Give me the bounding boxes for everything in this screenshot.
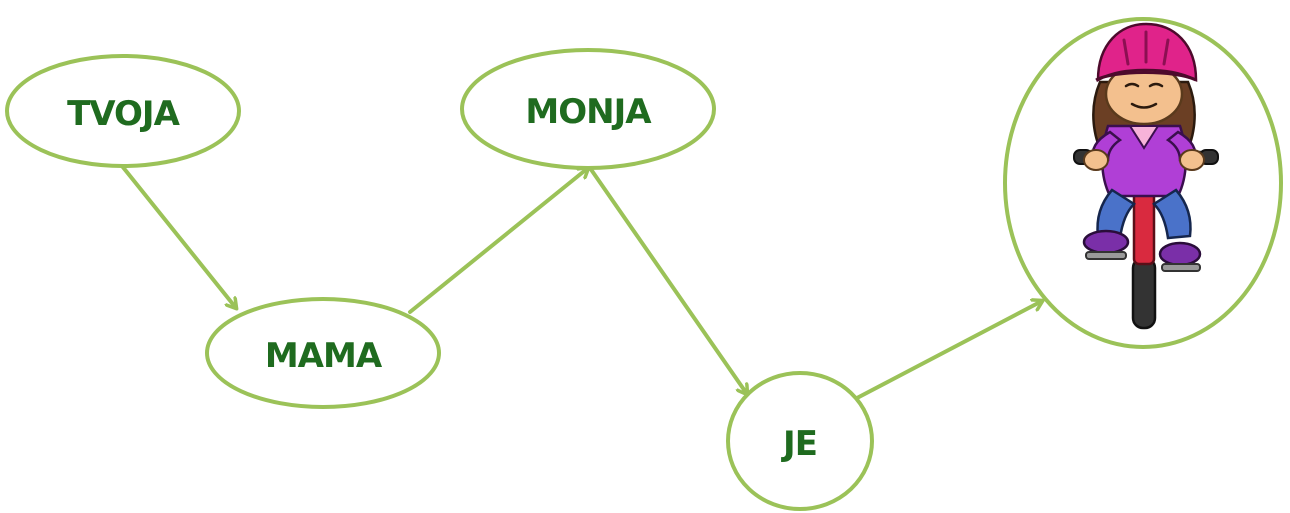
edge-je-to-picture <box>855 301 1042 400</box>
edge-monja-to-je <box>588 166 747 394</box>
node-tvoja-ellipse <box>5 54 241 168</box>
node-je-ellipse <box>726 371 874 511</box>
lower-wheel <box>1131 256 1157 330</box>
node-monja-ellipse <box>460 48 716 170</box>
edge-tvoja-to-mama <box>120 164 236 308</box>
mouth <box>1130 102 1158 109</box>
node-tvoja: TVOJA <box>5 54 241 168</box>
node-girl-on-bike <box>1003 17 1283 349</box>
node-je-label: JE <box>781 424 817 464</box>
helmet-brim <box>1095 71 1197 82</box>
eyes <box>1124 82 1164 88</box>
left-hand <box>1083 149 1109 171</box>
helmet-vents <box>1122 30 1170 66</box>
edge-mama-to-monja <box>408 168 588 314</box>
node-tvoja-label: TVOJA <box>67 94 180 134</box>
node-mama-label: MAMA <box>265 336 383 376</box>
left-pedal <box>1085 251 1127 260</box>
node-monja: MONJA <box>460 48 716 170</box>
right-leg <box>1152 188 1192 240</box>
shirt <box>1128 125 1160 150</box>
node-mama-ellipse <box>205 297 441 409</box>
girl-on-bike-picture <box>1073 22 1219 330</box>
left-shoe <box>1082 229 1130 255</box>
node-je: JE <box>726 371 874 511</box>
node-mama: MAMA <box>205 297 441 409</box>
node-monja-label: MONJA <box>525 92 652 132</box>
right-shoe <box>1158 241 1202 267</box>
edges <box>120 164 1042 400</box>
right-hand <box>1179 149 1205 171</box>
right-pedal <box>1161 263 1201 272</box>
